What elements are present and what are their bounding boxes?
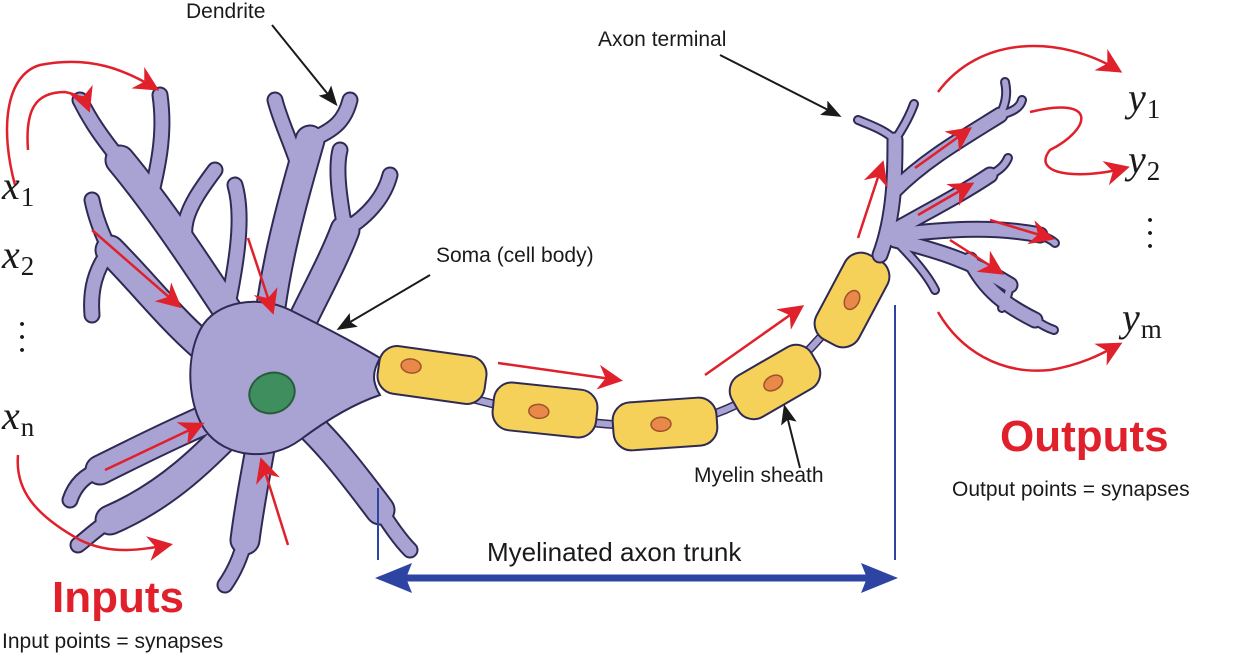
output-variable: y2 [1128,137,1161,186]
myelin-segment [376,345,488,405]
axon-arrow [856,160,888,239]
input-variable: x2 [2,232,35,281]
input-arrow [16,454,173,561]
inputs-caption: Input points = synapses [2,630,224,653]
soma-label: Soma (cell body) [436,244,594,267]
label-pointers [271,24,842,469]
output-variable: y1 [1128,75,1161,124]
input-arrow [5,60,160,186]
axon-trunk-label: Myelinated axon trunk [487,537,742,567]
input-arrow [104,422,205,472]
outputs-title: Outputs [1000,412,1169,461]
nucleus [248,371,296,415]
dendrite-label: Dendrite [186,0,266,23]
axon-trunk-bracket [377,305,896,560]
myelin-segment [491,381,599,439]
axon-arrow [497,361,623,390]
axon-terminal-pointer [719,54,842,117]
output-ellipsis: ··· [1144,202,1156,265]
input-arrow [91,229,182,309]
input-variable: xn [2,393,35,442]
axon-terminal-tree [853,77,1060,335]
myelin-segment [728,343,822,421]
output-arrow [936,44,1123,93]
dendrite-pointer [271,24,338,107]
terminal-arrow [914,127,973,170]
soma-pointer [336,274,431,331]
input-arrow [246,237,278,315]
terminal-arrow [949,238,1005,275]
terminal-arrow [989,218,1055,245]
myelin-segment [611,396,719,452]
axon-terminal-label: Axon terminal [598,28,727,51]
inputs-title: Inputs [52,573,184,622]
input-arrow [256,457,290,546]
myelin-sheath-segments [376,251,891,452]
input-variable: x1 [2,163,35,212]
myelin-sheath-pointer [781,404,801,469]
output-variable: ym [1122,295,1162,344]
input-ellipsis: ··· [16,306,28,369]
axon-arrow [704,305,805,377]
axon-trunk-arrow [375,563,898,593]
terminal-arrow [917,182,975,217]
output-arrow [1029,106,1130,186]
outputs-caption: Output points = synapses [952,478,1190,501]
myelin-sheath-label: Myelin sheath [694,464,824,487]
output-arrow [936,311,1123,372]
signal-arrows [5,44,1130,561]
input-arrow [26,84,93,151]
